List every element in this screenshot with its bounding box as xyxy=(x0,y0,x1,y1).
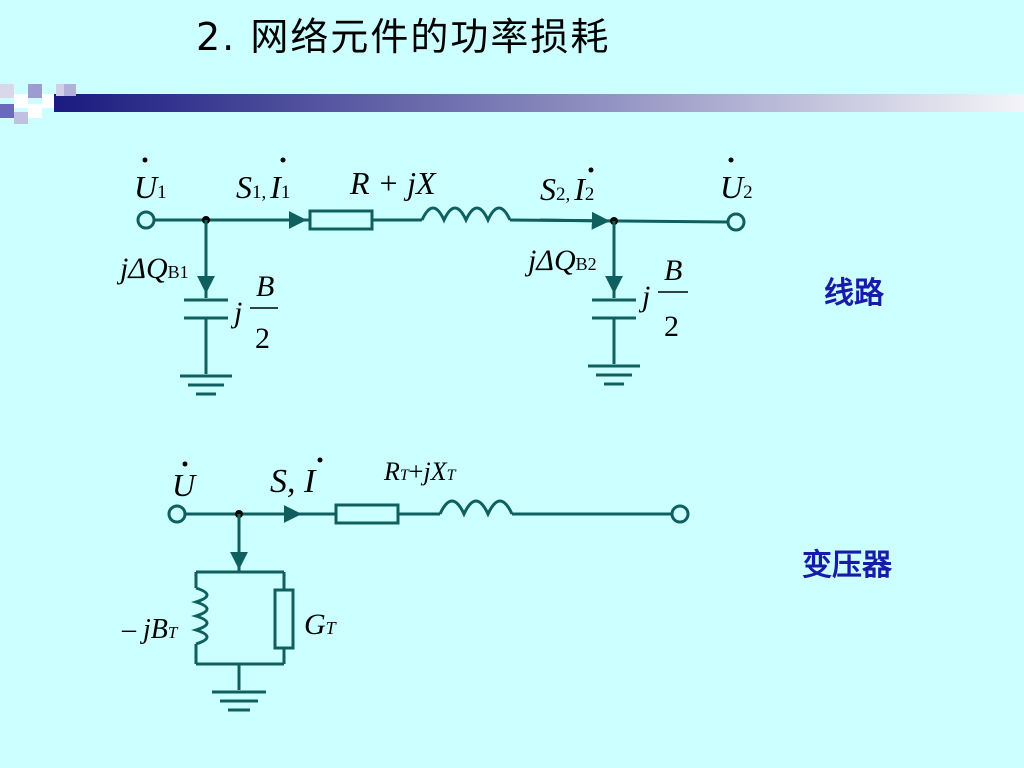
line-circuit: U1 S1,I1 R + jX S2,I2 U2 jΔQB1 jΔQB2 j B… xyxy=(116,157,753,396)
resistor-r xyxy=(308,209,374,231)
title-decoration-bar xyxy=(0,84,1024,124)
dot-i xyxy=(317,457,323,463)
label-gt: GT xyxy=(304,608,338,641)
dot-u1 xyxy=(142,157,148,163)
transformer-label: 变压器 xyxy=(802,548,892,583)
resistor-gt xyxy=(273,588,295,650)
label-jbt: – jBT xyxy=(121,614,179,645)
svg-text:2: 2 xyxy=(255,322,270,355)
power-arrow-2 xyxy=(539,211,610,230)
terminal-out xyxy=(670,504,690,524)
dot-i1 xyxy=(280,157,286,163)
svg-text:j: j xyxy=(230,296,242,329)
inductor-xt xyxy=(438,499,514,518)
terminal-u1 xyxy=(136,210,156,230)
page-title: 2. 网络元件的功率损耗 xyxy=(196,15,611,59)
terminal-u2 xyxy=(726,212,746,232)
label-impedance: R + jX xyxy=(349,165,437,201)
line-label: 线路 xyxy=(824,276,884,311)
label-s-i: S, I xyxy=(270,463,317,500)
label-s2-i2: S2,I2 xyxy=(540,171,594,207)
label-u: U xyxy=(172,467,197,503)
label-u2: U2 xyxy=(720,169,753,205)
svg-text:B: B xyxy=(664,254,682,287)
admittance-left: j B 2 xyxy=(230,270,278,355)
label-rt-jxt: RT+jXT xyxy=(383,457,457,486)
label-dq-b2: jΔQB2 xyxy=(524,244,597,277)
admittance-right: j B 2 xyxy=(638,254,688,343)
svg-text:j: j xyxy=(638,280,650,313)
inductor-bt xyxy=(191,586,209,646)
resistor-rt xyxy=(334,503,400,525)
dot-u2 xyxy=(728,157,734,163)
label-dq-b1: jΔQB1 xyxy=(116,252,189,285)
dot-i2 xyxy=(588,167,594,173)
svg-text:2: 2 xyxy=(664,310,679,343)
svg-text:B: B xyxy=(256,270,274,303)
dot-u xyxy=(182,461,188,467)
inductor-x xyxy=(420,206,512,224)
terminal-u xyxy=(167,504,187,524)
transformer-circuit: U S, I RT+jXT – jBT GT xyxy=(121,457,690,712)
label-s1-i1: S1,I1 xyxy=(236,169,290,205)
label-u1: U1 xyxy=(134,169,167,205)
